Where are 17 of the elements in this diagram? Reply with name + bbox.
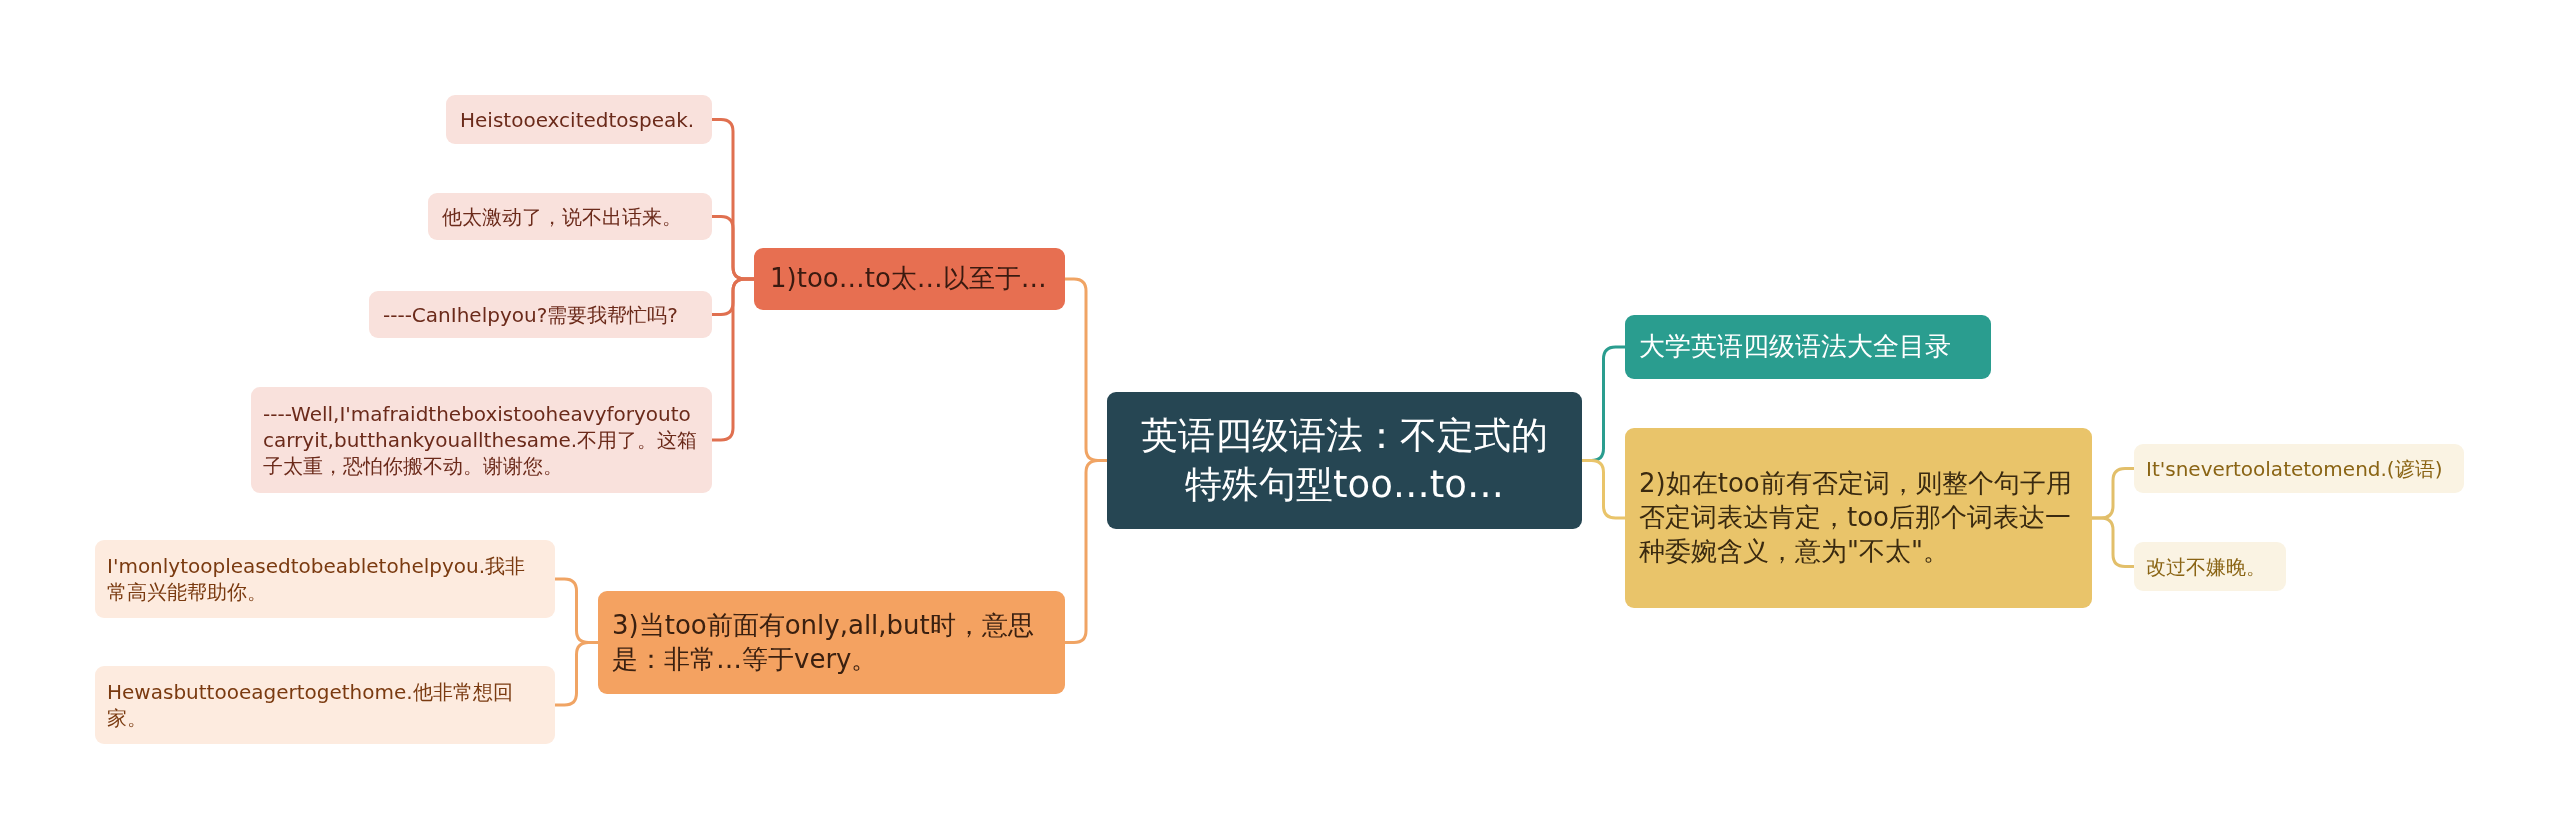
connector-line — [555, 641, 598, 707]
subtopic-box: I'monlytoopleasedtobeabletohelpyou.我非常高兴能帮助你。 — [95, 540, 555, 618]
topic-box: 3)当too前面有only,all,but时，意思是：非常…等于very。 — [598, 591, 1065, 694]
topic-box: 2)如在too前有否定词，则整个句子用否定词表达肯定，too后那个词表达一种委婉含义，意为"不太"。 — [1625, 428, 2092, 608]
subtopic-box: ----CanIhelpyou?需要我帮忙吗? — [369, 291, 712, 338]
topic-box: 1)too…to太…以至于… — [754, 248, 1065, 310]
central-topic-box: 英语四级语法：不定式的特殊句型too…to… — [1107, 392, 1582, 529]
subtopic-box: Heistooexcitedtospeak. — [446, 95, 712, 144]
connector-line — [1582, 459, 1625, 520]
subtopic-box: 他太激动了，说不出话来。 — [428, 193, 712, 240]
subtopic-box: It'snevertoolatetomend.(谚语) — [2134, 444, 2464, 493]
connector-line — [712, 277, 754, 442]
subtopic-box: Hewasbuttooeagertogethome.他非常想回家。 — [95, 666, 555, 744]
subtopic-box: ----Well,I'mafraidtheboxistooheavyforyoutocarryit,butthankyouallthesame.不用了。这箱子太重，恐怕你搬不动。谢谢您。 — [251, 387, 712, 493]
topic-box: 大学英语四级语法大全目录 — [1625, 315, 1991, 379]
subtopic-box: 改过不嫌晚。 — [2134, 542, 2286, 591]
connector-line — [1065, 459, 1107, 644]
